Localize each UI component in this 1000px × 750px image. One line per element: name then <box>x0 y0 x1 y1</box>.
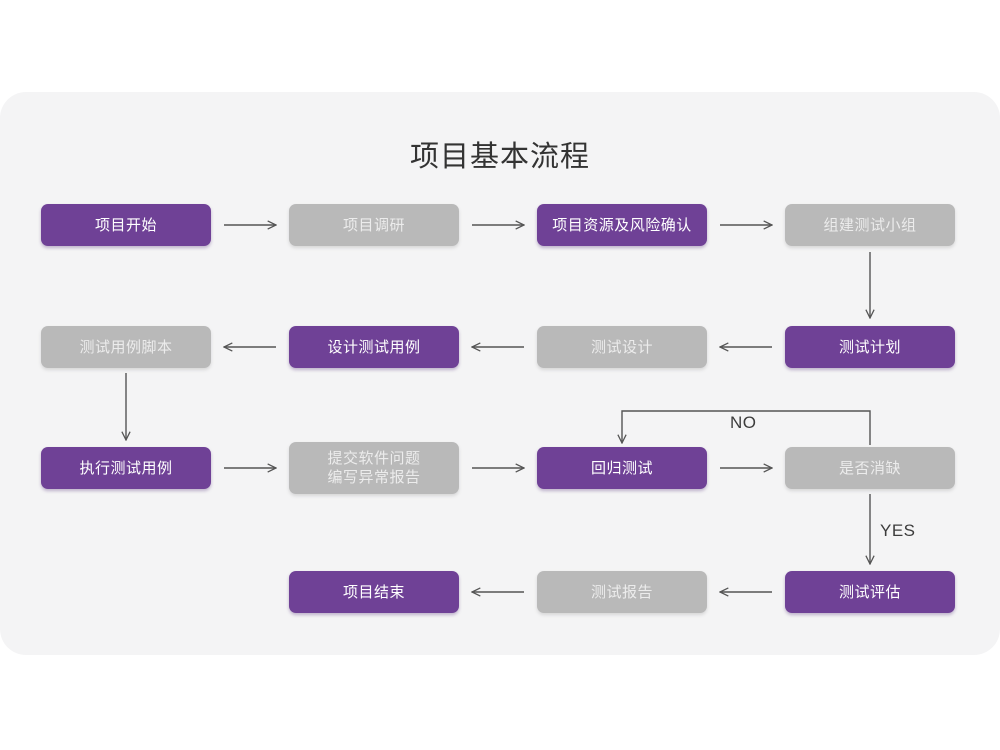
node-label: 回归测试 <box>590 459 653 477</box>
node-label: 测试计划 <box>838 338 901 356</box>
node-form-test-team[interactable]: 组建测试小组 <box>785 204 955 246</box>
node-label: 执行测试用例 <box>79 459 173 477</box>
node-test-report[interactable]: 测试报告 <box>537 571 707 613</box>
node-test-case-script[interactable]: 测试用例脚本 <box>41 326 211 368</box>
node-project-end[interactable]: 项目结束 <box>289 571 459 613</box>
node-label: 项目开始 <box>94 216 157 234</box>
node-label: 测试报告 <box>590 583 653 601</box>
node-label: 是否消缺 <box>838 459 901 477</box>
node-label: 项目结束 <box>342 583 405 601</box>
node-test-plan[interactable]: 测试计划 <box>785 326 955 368</box>
node-test-design[interactable]: 测试设计 <box>537 326 707 368</box>
node-label: 项目资源及风险确认 <box>552 216 692 234</box>
node-design-test-cases[interactable]: 设计测试用例 <box>289 326 459 368</box>
node-label: 设计测试用例 <box>327 338 421 356</box>
node-project-start[interactable]: 项目开始 <box>41 204 211 246</box>
node-label: 提交软件问题 <box>327 450 421 467</box>
node-label-line2: 编写异常报告 <box>327 469 421 486</box>
edge-label-no: NO <box>730 413 757 432</box>
node-test-evaluation[interactable]: 测试评估 <box>785 571 955 613</box>
flowchart-panel <box>0 92 1000 655</box>
node-regression-test[interactable]: 回归测试 <box>537 447 707 489</box>
node-label: 项目调研 <box>342 216 405 234</box>
node-defect-resolved[interactable]: 是否消缺 <box>785 447 955 489</box>
node-submit-issue-report[interactable]: 提交软件问题 编写异常报告 <box>289 442 459 494</box>
page-title: 项目基本流程 <box>409 141 590 173</box>
node-project-research[interactable]: 项目调研 <box>289 204 459 246</box>
node-label: 测试评估 <box>838 583 901 601</box>
edge-label-yes: YES <box>880 521 916 540</box>
node-label: 测试设计 <box>590 338 653 356</box>
node-label: 组建测试小组 <box>823 216 917 234</box>
node-resource-risk-confirm[interactable]: 项目资源及风险确认 <box>537 204 707 246</box>
node-label: 测试用例脚本 <box>79 338 173 356</box>
node-execute-test-cases[interactable]: 执行测试用例 <box>41 447 211 489</box>
